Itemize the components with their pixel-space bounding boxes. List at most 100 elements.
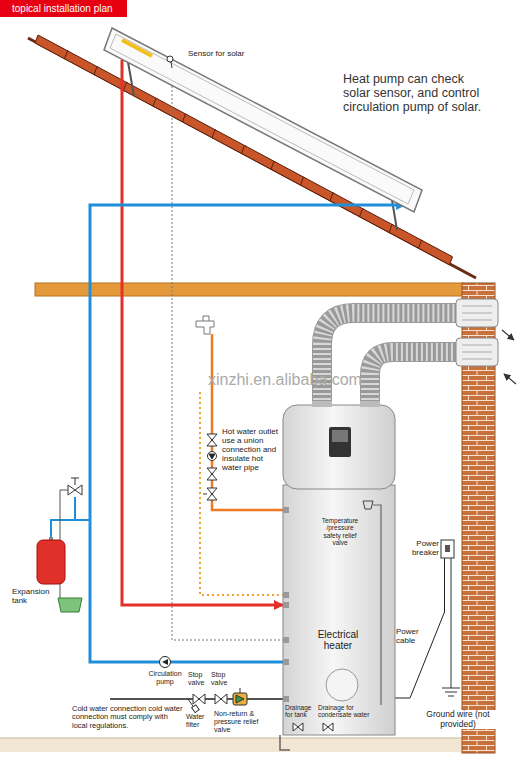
roof: [183, 114, 217, 139]
text-slot: Stop valve: [211, 671, 233, 687]
heat-pump-tank-shape: [323, 723, 333, 731]
ground-wire: [442, 688, 460, 696]
valve-symbol: [208, 452, 217, 461]
valve-symbol: [207, 434, 217, 446]
circulation-pump-shape: [160, 657, 171, 668]
text-slot: Non-return & pressure relief valve: [214, 710, 264, 733]
heat-pump-tank-shape: [332, 430, 348, 442]
heat-pump-tank-shape: [283, 602, 289, 608]
air-duct: [370, 352, 458, 405]
power-breaker-shape: [441, 540, 454, 558]
safety-valve: [60, 478, 82, 598]
solar-panel-shape: [104, 28, 422, 212]
solar-panel-shape: [100, 20, 425, 220]
valve-symbol: [203, 434, 217, 500]
heat-pump-tank-shape: [373, 505, 381, 705]
air-duct: [322, 313, 458, 405]
heat-pump-tank-label: Electrical heater: [305, 629, 371, 651]
vent-cap: [462, 306, 492, 359]
drain-pipe: [280, 735, 290, 750]
circulation-pump-shape: [162, 659, 168, 665]
expansion-tank-shape: [37, 540, 65, 584]
edge-label: Power cable: [396, 628, 426, 646]
part-label: Drainage for tank: [285, 704, 317, 719]
solar-panel-shape: [171, 62, 172, 68]
heat-pump-tank-shape: [283, 696, 289, 702]
roof: [360, 209, 394, 234]
roof: [301, 177, 335, 202]
stop-valve: [193, 694, 227, 704]
expansion-tank-label: Expansion tank: [12, 588, 57, 606]
heat-pump-tank: Temperature /pressure safety relief valv…: [283, 405, 395, 735]
non-return-valve: [240, 688, 241, 693]
non-return-valve: [233, 688, 247, 705]
solar-panel-shape: [167, 56, 173, 62]
heat-pump-tank-shape: [283, 592, 289, 598]
text-slot: Cold water connection cold water connect…: [72, 705, 184, 730]
roof: [124, 82, 158, 107]
air-duct: [322, 313, 458, 405]
roof: [242, 145, 276, 170]
heat-pump-tank-shape: [283, 405, 395, 735]
solar-panel: Sensor for solar: [100, 20, 425, 220]
heat-pump-tank-shape: [360, 401, 380, 407]
insulation-line: [200, 392, 283, 595]
part-label: Drainage for condensate water: [318, 704, 374, 719]
water-pipe: [171, 661, 283, 664]
text-slot: Hot water outlet use a union connection …: [222, 428, 282, 473]
part-label: Non-return & pressure relief valve: [214, 710, 264, 733]
part-label: Stop valve: [188, 671, 210, 687]
air-duct: [370, 352, 458, 405]
roof: [35, 35, 69, 60]
drain-pipe: [280, 735, 290, 750]
expansion-piping: [74, 497, 76, 520]
note-text: Heat pump can check solar sensor, and co…: [343, 72, 488, 114]
hot-water-pipe: [196, 316, 283, 510]
ground-wire: [451, 558, 452, 688]
safety-valve: [68, 485, 82, 495]
roof: [419, 240, 453, 265]
text-slot: Stop valve: [188, 671, 210, 687]
insulation-line: [200, 392, 283, 595]
note-text: Hot water outlet use a union connection …: [222, 428, 282, 473]
drain-bucket: [58, 598, 82, 612]
watermark: xinzhi.en.alibaba.com: [208, 371, 418, 389]
circulation-pump-label: Circulation pump: [143, 670, 187, 686]
text-slot: Drainage for condensate water: [318, 704, 374, 719]
floor-ground: [0, 738, 470, 739]
non-return-valve: [236, 695, 244, 703]
text-slot: xinzhi.en.alibaba.com: [208, 371, 418, 389]
non-return-valve: [233, 693, 247, 705]
expansion-piping: [51, 520, 90, 540]
part-label: Ground wire (not provided): [420, 710, 496, 729]
text-slot: Expansion tank: [12, 588, 57, 606]
heat-pump-tank-shape: [283, 659, 289, 665]
roof: [153, 98, 187, 123]
power-cable: [395, 558, 445, 698]
roof: [65, 51, 99, 76]
hot-water-pipe: [196, 321, 214, 334]
expansion-piping: [51, 497, 90, 540]
roof: [28, 38, 476, 278]
power-breaker-label: Power breaker: [395, 540, 439, 558]
roof-tile: [35, 35, 453, 265]
valve-symbol: [203, 494, 207, 495]
heat-pump-tank-shape: [283, 405, 395, 489]
solar-panel-label: Sensor for solar: [188, 50, 278, 59]
expansion-tank: Expansion tank: [37, 540, 65, 584]
roof: [28, 35, 476, 278]
air-flow-arrow: [504, 374, 516, 384]
heat-pump-tank-label: Temperature /pressure safety relief valv…: [317, 517, 363, 546]
air-duct: [322, 313, 458, 405]
hot-water-pipe: [203, 316, 209, 321]
text-slot: Sensor for solar: [188, 50, 278, 59]
title-text: topical installation plan: [12, 3, 113, 14]
air-flow-arrow: [502, 330, 514, 340]
water-filter: [188, 699, 199, 713]
vent-cap: [456, 299, 498, 366]
heat-pump-tank-shape: [312, 401, 332, 407]
